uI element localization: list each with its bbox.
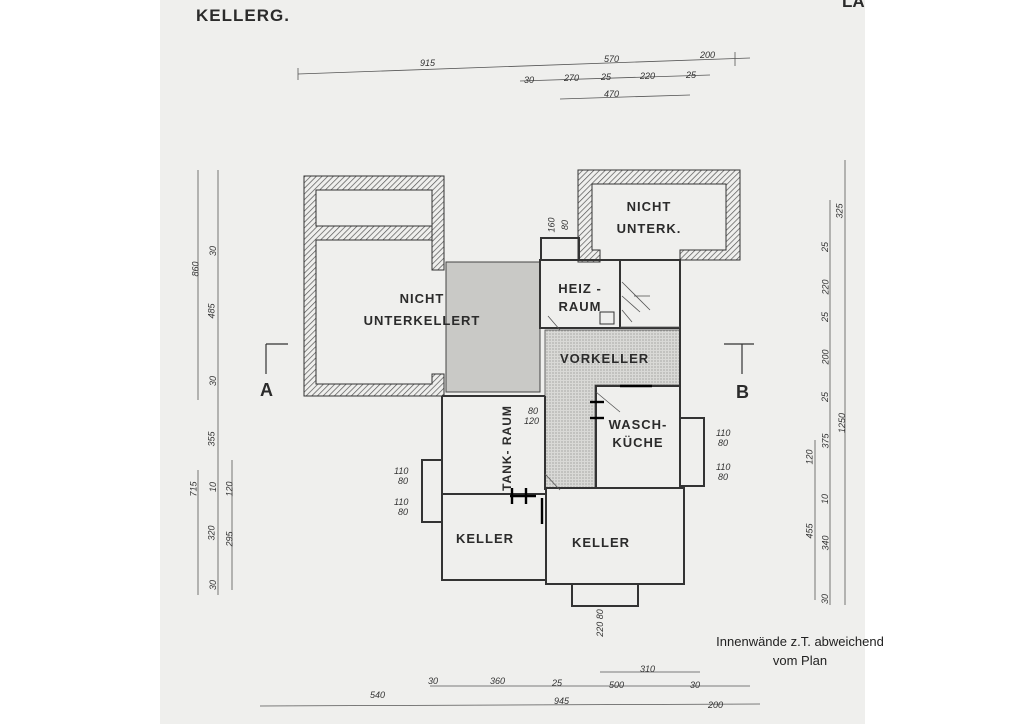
dim-30-left-a: 30: [208, 245, 219, 257]
dim-295: 295: [224, 531, 235, 547]
dim-opening-110: 110: [394, 466, 409, 476]
dimension-lines-left: [197, 170, 233, 595]
dim-25-right-a: 25: [820, 241, 831, 253]
dim-915: 915: [420, 58, 436, 68]
dim-455: 455: [804, 523, 815, 539]
dim-25-bottom: 25: [552, 678, 563, 688]
dim-opening-80: 80: [560, 219, 571, 231]
dim-opening-80: 80: [718, 472, 729, 482]
plan-note-line: Innenwände z.T. abweichend: [716, 634, 884, 649]
room-nicht-unterkellert: NICHT UNTERKELLERT: [352, 288, 492, 332]
room-label-line: KÜCHE: [612, 435, 664, 450]
room-label-line: WASCH-: [608, 417, 668, 432]
stair: [620, 281, 680, 328]
dimension-lines-top: [297, 52, 751, 100]
dim-570: 570: [604, 54, 620, 64]
section-markers: [265, 343, 754, 374]
door-marks: [510, 384, 652, 524]
dim-opening-110: 110: [716, 462, 731, 472]
dim-360: 360: [490, 676, 506, 686]
plan-note-line: vom Plan: [772, 653, 828, 668]
dim-220-right: 220: [820, 279, 831, 295]
door-swings: [544, 315, 621, 491]
room-label-line: UNTERKELLERT: [363, 313, 481, 328]
dim-10-right: 10: [820, 493, 831, 505]
room-label-line: UNTERK.: [616, 221, 682, 236]
exterior-walls: [303, 169, 741, 397]
dim-860: 860: [190, 261, 201, 277]
room-label-line: HEIZ -: [558, 281, 602, 296]
dim-1250: 1250: [837, 412, 848, 434]
dimension-lines-right: [814, 160, 846, 605]
dim-320: 320: [206, 525, 217, 541]
dim-220-80: 220 80: [594, 609, 605, 637]
dim-375: 375: [820, 433, 831, 449]
dim-30-right: 30: [820, 593, 831, 605]
plan-note: Innenwände z.T. abweichend vom Plan: [690, 632, 910, 670]
room-keller-left: KELLER: [456, 531, 514, 546]
dim-opening-160: 160: [546, 217, 557, 233]
dim-30-top: 30: [524, 75, 535, 85]
dim-25-right-b: 25: [820, 311, 831, 323]
room-vorkeller: VORKELLER: [560, 351, 650, 366]
dim-325: 325: [834, 203, 845, 219]
section-b-label: B: [736, 382, 749, 402]
dim-25-top-b: 25: [686, 70, 697, 80]
dim-310: 310: [640, 664, 656, 674]
dim-10-left: 10: [208, 481, 219, 493]
dim-485: 485: [206, 303, 217, 319]
dim-opening-80: 80: [398, 507, 409, 517]
corner-fragment: LA: [842, 0, 865, 11]
room-label-line: RAUM: [558, 299, 602, 314]
dim-opening-110: 110: [716, 428, 731, 438]
room-nicht-unterk: NICHT UNTERK.: [604, 196, 694, 240]
dim-715: 715: [188, 481, 199, 497]
dim-opening-80: 80: [528, 406, 539, 416]
dim-opening-80: 80: [398, 476, 409, 486]
dimension-lines-bottom: [259, 671, 761, 707]
room-keller-right: KELLER: [572, 535, 630, 550]
dim-270: 270: [564, 73, 580, 83]
boiler-icon: [599, 311, 615, 325]
dim-30-left-c: 30: [208, 579, 219, 591]
dim-opening-110: 110: [394, 497, 409, 507]
room-label-line: NICHT: [626, 199, 672, 214]
dim-945: 945: [554, 696, 570, 706]
room-label-line: NICHT: [399, 291, 445, 306]
dim-30-bottom-a: 30: [428, 676, 439, 686]
dim-200-top: 200: [700, 50, 716, 60]
dim-200-right: 200: [820, 349, 831, 365]
dim-25-top-a: 25: [601, 72, 612, 82]
dim-540: 540: [370, 690, 386, 700]
interior-walls: [421, 237, 705, 607]
dim-500: 500: [609, 680, 625, 690]
dim-opening-120: 120: [524, 416, 540, 426]
room-waschkueche: WASCH- KÜCHE: [600, 416, 676, 452]
dim-120-right: 120: [804, 449, 815, 465]
drawing-title: KELLERG.: [196, 6, 290, 25]
dim-30-left-b: 30: [208, 375, 219, 387]
dim-470: 470: [604, 89, 620, 99]
dim-30-bottom-b: 30: [690, 680, 701, 690]
section-a-label: A: [260, 380, 273, 400]
room-tankraum: TANK- RAUM: [500, 405, 514, 491]
dim-120-left: 120: [224, 481, 235, 497]
dim-220-top: 220: [640, 71, 656, 81]
dim-200-bottom: 200: [708, 700, 724, 710]
dim-340: 340: [820, 535, 831, 551]
room-heizraum: HEIZ - RAUM: [542, 280, 618, 316]
dim-355: 355: [206, 431, 217, 447]
dim-25-right-c: 25: [820, 391, 831, 403]
dim-opening-80: 80: [718, 438, 729, 448]
